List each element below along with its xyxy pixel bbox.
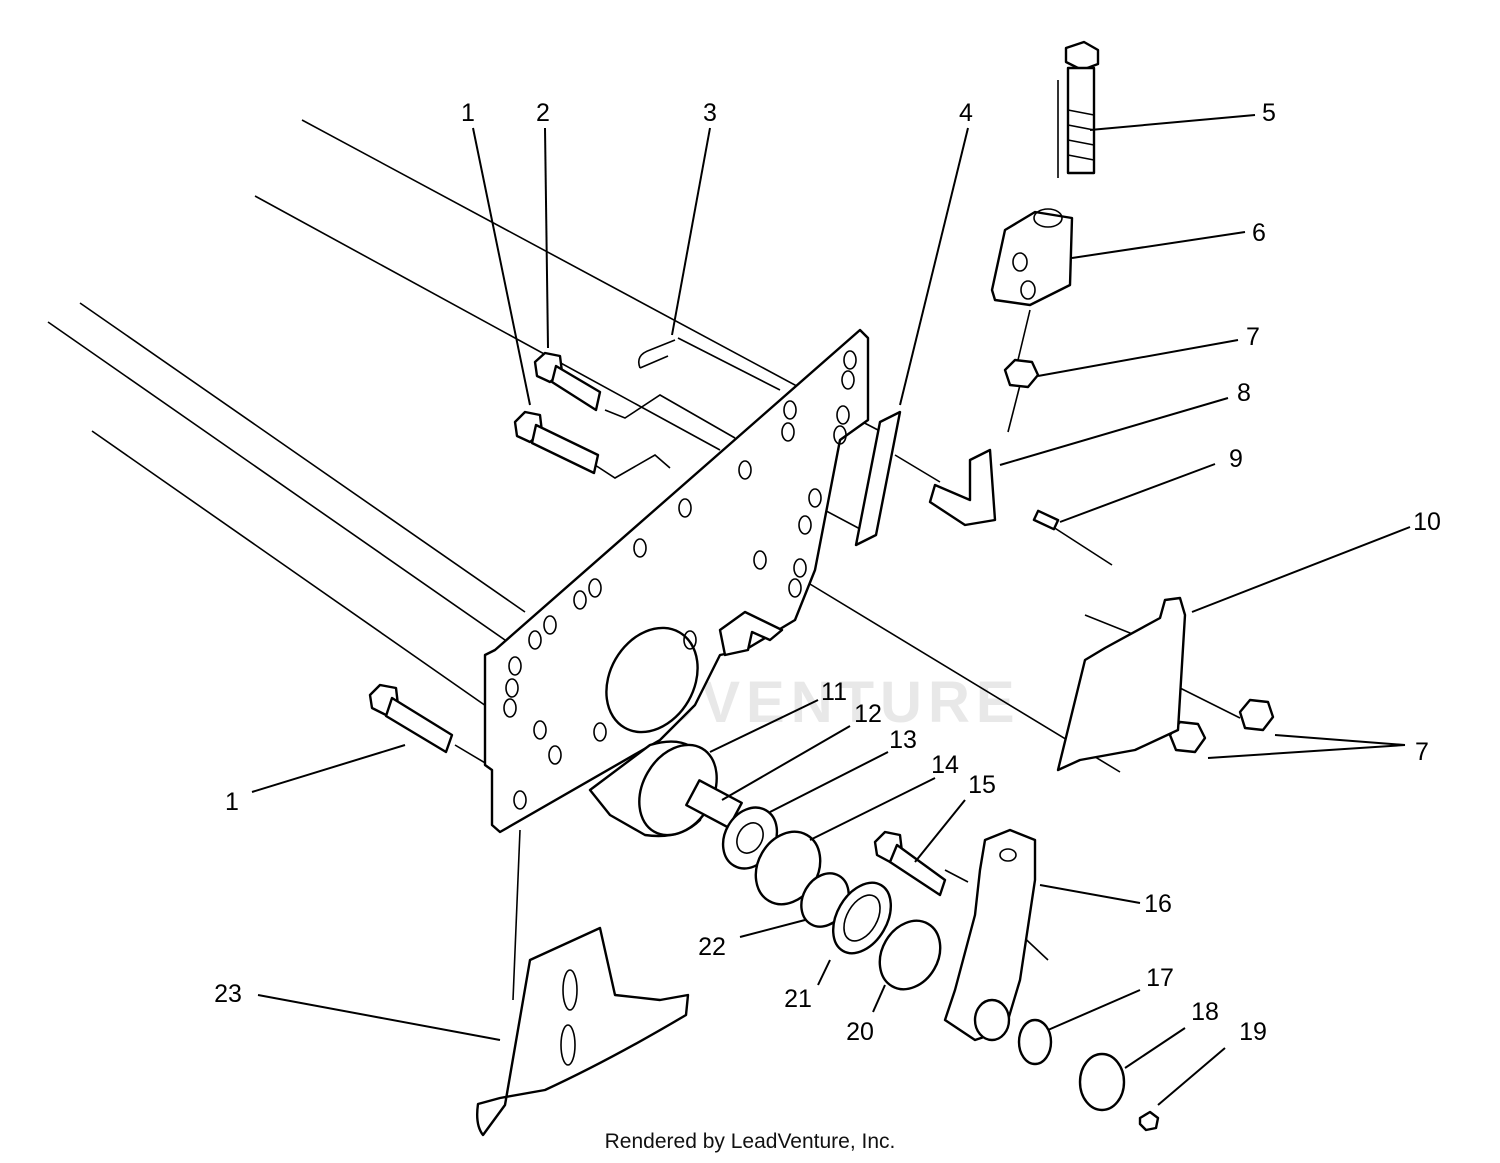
callout-23: 23 [214,980,242,1008]
callout-11: 11 [821,678,847,706]
small-pin [1032,509,1060,531]
callout-18: 18 [1191,998,1219,1026]
plate-holes [503,350,857,810]
callout-leaders [251,114,1411,1106]
l-pin [928,448,997,527]
bolt-upper-2 [533,351,602,412]
grease-fitting [1138,1110,1160,1132]
hub-shaft [588,740,743,838]
callout-10: 10 [1413,508,1441,536]
nut-lower-right [1238,698,1275,732]
callout-labels: 1 2 3 4 5 6 7 8 9 10 7 11 12 13 14 15 16… [214,99,1441,1046]
callout-17: 17 [1146,964,1174,992]
bolt-5 [1064,40,1100,175]
plate-bore [605,626,699,734]
cotter-pin [637,339,676,369]
callout-21: 21 [784,985,812,1013]
callout-19: 19 [1239,1018,1267,1046]
callout-1-lower: 1 [225,788,239,816]
gasket-plate [854,410,902,547]
skid-shoe [475,926,690,1137]
callout-6: 6 [1252,219,1266,247]
mounting-plate [483,328,870,834]
callout-12: 12 [854,700,882,728]
callout-9: 9 [1229,445,1243,473]
callout-16: 16 [1144,890,1172,918]
callout-8: 8 [1237,379,1251,407]
callout-20: 20 [846,1018,874,1046]
spacer-18 [1078,1052,1126,1112]
arm-bore [973,998,1011,1042]
bolt-lower-1 [368,683,454,754]
callout-1-top: 1 [461,99,475,127]
seal-21 [831,881,893,955]
footer-credit: Rendered by LeadVenture, Inc. [605,1130,896,1153]
u-clip [718,610,784,657]
callout-4: 4 [959,99,973,127]
callout-5: 5 [1262,99,1276,127]
bolt-15 [873,830,947,897]
callout-22: 22 [698,933,726,961]
callout-2: 2 [536,99,550,127]
frame-rails [47,119,861,707]
callout-3: 3 [703,99,717,127]
callout-14: 14 [931,751,959,779]
callout-13: 13 [889,726,917,754]
bolt-upper-1 [513,410,600,475]
bearing-20 [878,919,942,991]
callout-15: 15 [968,771,996,799]
nut-upper [1003,358,1040,389]
angle-bracket [1056,596,1187,772]
bushing-17 [1017,1018,1053,1066]
callout-7-upper: 7 [1246,323,1260,351]
clevis-block [990,208,1074,307]
callout-7-lower: 7 [1415,738,1429,766]
